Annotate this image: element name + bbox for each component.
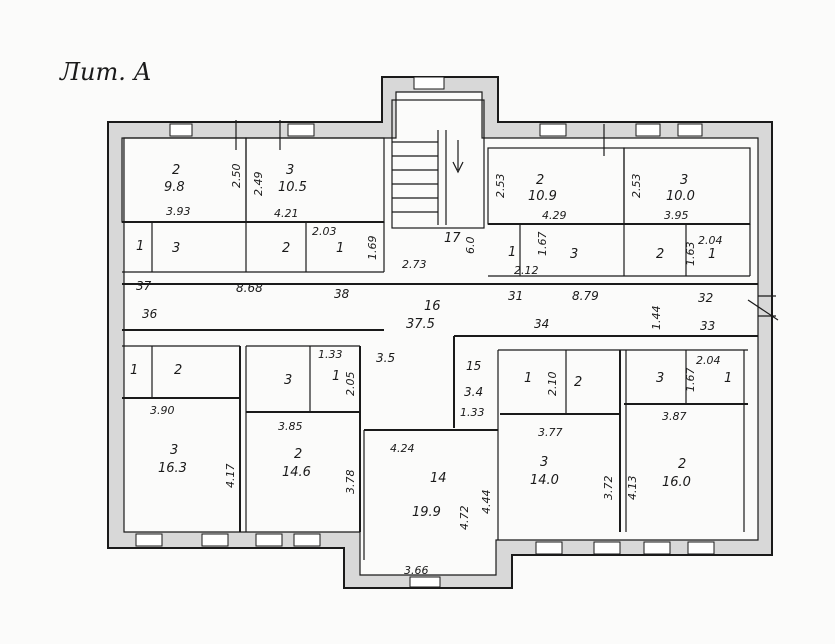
dimension-label: 3.72 (602, 476, 615, 501)
room-number: 14 (430, 471, 447, 486)
dimension-label: 2.53 (630, 174, 643, 199)
room-number: 2 (294, 447, 302, 462)
room-number: 1 (524, 371, 532, 386)
dimension-label: 2.12 (514, 264, 539, 277)
dimension-label: 2.04 (698, 234, 723, 247)
dimension-label: 1.33 (318, 348, 343, 361)
dimension-label: 3.93 (166, 205, 191, 218)
node-number: 3.5 (376, 351, 395, 365)
top-right-rooms (487, 124, 751, 277)
room-number: 1 (708, 247, 716, 262)
room-area: 14.6 (282, 465, 311, 480)
node-number: 38 (334, 287, 350, 301)
lower-left-rooms (122, 345, 361, 532)
node-number: 34 (534, 317, 549, 331)
room-area: 3.4 (464, 385, 483, 399)
room-number: 2 (536, 173, 544, 188)
corridor (122, 283, 779, 337)
room-area: 37.5 (406, 317, 435, 332)
dimension-label: 3.87 (662, 410, 687, 423)
room-area: 10.0 (666, 189, 695, 204)
dimension-label: 6.0 (464, 237, 477, 255)
room-number: 3 (570, 247, 578, 262)
top-left-rooms (121, 120, 385, 273)
dimension-label: 3.95 (664, 209, 689, 222)
room-number: 2 (574, 375, 582, 390)
dimension-label: 1.67 (684, 368, 697, 393)
dimension-label: 2.50 (230, 164, 243, 189)
room-number: 3 (540, 455, 548, 470)
room-number: 1 (130, 363, 138, 378)
room-number: 2 (282, 241, 290, 256)
dimension-label: 4.21 (274, 207, 299, 220)
room-number: 1 (332, 369, 340, 384)
windows (135, 76, 715, 588)
room-number: 2 (174, 363, 182, 378)
dimension-label: 3.85 (278, 420, 303, 433)
dimension-label: 2.05 (344, 372, 357, 397)
room-number: 3 (284, 373, 292, 388)
sheet-title: Лит. А (59, 58, 152, 86)
node-number: 36 (142, 307, 158, 321)
room-number: 3 (172, 241, 180, 256)
dimension-label: 4.44 (480, 490, 493, 515)
room-number: 3 (680, 173, 688, 188)
dimension-label: 4.13 (626, 476, 639, 501)
node-number: 37 (136, 279, 152, 293)
dimension-label: 8.79 (572, 289, 599, 303)
dimension-label: 1.44 (650, 306, 663, 331)
dimension-label: 2.53 (494, 174, 507, 199)
room-number: 1 (724, 371, 732, 386)
room-number: 15 (466, 359, 481, 373)
room-number: 1 (508, 245, 516, 260)
dimension-label: 2.73 (402, 258, 427, 271)
dimension-label: 2.03 (312, 225, 337, 238)
room-number: 1 (336, 241, 344, 256)
room-area: 14.0 (530, 473, 559, 488)
dimension-label: 4.17 (224, 464, 237, 489)
dimension-label: 3.90 (150, 404, 175, 417)
room-number: 2 (656, 247, 664, 262)
center-bottom-rooms (363, 336, 499, 560)
room-area: 9.8 (164, 180, 185, 195)
room-number: 1 (136, 239, 144, 254)
dimension-label: 4.72 (458, 506, 471, 531)
room-number: 3 (656, 371, 664, 386)
dimension-label: 2.49 (252, 172, 265, 197)
dimension-label: 8.68 (236, 281, 263, 295)
staircase (391, 99, 485, 229)
dimension-label: 2.10 (546, 372, 559, 397)
outer-wall (107, 76, 773, 589)
dimension-label: 3.78 (344, 470, 357, 495)
lower-right-rooms (498, 349, 748, 532)
dimension-label: 2.04 (696, 354, 721, 367)
inner-wall-line (123, 91, 759, 576)
dimension-label: 1.67 (536, 232, 549, 257)
room-number: 2 (172, 163, 180, 178)
room-area: 10.9 (528, 189, 557, 204)
dimension-label: 3.77 (538, 426, 563, 439)
dimension-label: 3.66 (404, 564, 429, 577)
room-number: 3 (286, 163, 294, 178)
room-number: 16 (424, 299, 441, 314)
room-area: 10.5 (278, 180, 307, 195)
dimension-label: 1.63 (684, 242, 697, 267)
node-number: 31 (508, 289, 523, 303)
room-area: 16.0 (662, 475, 691, 490)
room-area: 16.3 (158, 461, 187, 476)
node-number: 33 (700, 319, 715, 333)
dimension-label: 4.29 (542, 209, 567, 222)
node-number: 32 (698, 291, 713, 305)
room-number: 17 (444, 231, 461, 246)
room-number: 2 (678, 457, 686, 472)
room-number: 3 (170, 443, 178, 458)
dimension-label: 1.33 (460, 406, 485, 419)
room-area: 19.9 (412, 505, 441, 520)
dimension-label: 1.69 (366, 236, 379, 261)
dimension-label: 4.24 (390, 442, 415, 455)
